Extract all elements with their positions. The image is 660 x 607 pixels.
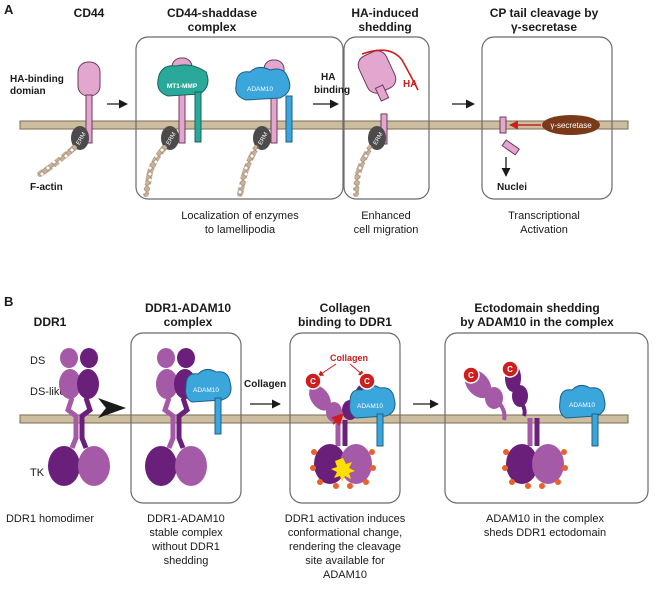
collagen-c-label-1: C (310, 377, 316, 386)
a-step3-box (343, 36, 430, 200)
nuclei-label: Nuclei (497, 182, 527, 193)
ha-label: HA (403, 79, 417, 90)
ha-binding-arrow-label-line1: HA (321, 72, 335, 83)
collagen-c-label-3: C (468, 371, 474, 380)
a-step2-title-line1: CD44-shaddase (167, 6, 257, 20)
b-step4-title-line2: by ADAM10 in the complex (460, 315, 614, 329)
f-actin-filament-4 (353, 145, 373, 197)
tk-label: TK (30, 467, 45, 479)
adam10-label-b3: ADAM10 (569, 402, 595, 409)
f-actin-filament-2 (143, 145, 167, 197)
collagen-arrow-label: Collagen (244, 379, 286, 390)
collagen-ball-1: C (304, 372, 322, 390)
f-actin-filament (37, 145, 77, 177)
membrane-a (19, 120, 629, 130)
erm-label-4: ERM (373, 132, 385, 147)
b-step1-title: DDR1 (34, 315, 67, 329)
a-step4-box (481, 36, 613, 200)
shed-cd44-ectodomain (357, 50, 397, 102)
b-caption4-line1: ADAM10 in the complex (486, 513, 604, 525)
gamma-secretase (542, 115, 600, 135)
b-caption3-line5: ADAM10 (323, 569, 367, 581)
b-step2-title-line1: DDR1-ADAM10 (145, 301, 231, 315)
b-caption1: DDR1 homodimer (6, 513, 94, 525)
ddr1-activated (309, 381, 396, 489)
erm-protein-3 (253, 126, 271, 150)
ha-binding-domain-label-line2: domian (10, 86, 46, 97)
collagen-label: Collagen (330, 353, 368, 363)
ha-binding-domain-label-line1: HA-binding (10, 74, 64, 85)
adam10-label-a: ADAM10 (247, 86, 273, 93)
adam10-b3: ADAM10 (559, 384, 606, 447)
panel-b-letter: B (4, 294, 13, 309)
a-caption4-line2: Activation (520, 224, 568, 236)
adam10-label-b1: ADAM10 (193, 387, 219, 394)
erm-label-2: ERM (166, 132, 178, 147)
b-step4-title-line1: Ectodomain shedding (474, 301, 599, 315)
collagen-pointer-1 (317, 363, 337, 377)
b-arrow-1 (98, 398, 126, 418)
b-caption3-line1: DDR1 activation induces (285, 513, 406, 525)
ha-binding-arrow-label-line2: binding (314, 85, 350, 96)
cd44-receptor (77, 61, 101, 144)
mt1mmp-label: MT1-MMP (167, 83, 198, 90)
collagen-c-label-4: C (507, 365, 513, 374)
panel-b: B DDR1 DDR1-ADAM10 complex Collagen bind… (4, 294, 649, 581)
b-caption3-line3: rendering the cleavage (289, 541, 401, 553)
panel-a-letter: A (4, 2, 14, 17)
ddr1-adam10-complex: ADAM10 (145, 348, 232, 486)
erm-label-3: ERM (258, 132, 270, 147)
a-caption3-line1: Enhanced (361, 210, 411, 222)
b-caption2-line4: shedding (164, 555, 209, 567)
ds-label: DS (30, 355, 45, 367)
b-step2-box (130, 332, 242, 504)
a-caption2-line1: Localization of enzymes (181, 210, 299, 222)
gamma-secretase-label: γ-secretase (550, 121, 592, 130)
erm-protein-4 (368, 126, 386, 150)
b-step3-title-line1: Collagen (320, 301, 371, 315)
panel-a: A CD44 CD44-shaddase complex HA-induced … (4, 2, 629, 236)
erm-protein-2 (161, 126, 179, 150)
a-caption2-line2: to lamellipodia (205, 224, 276, 236)
ha-chain (361, 49, 419, 91)
collagen-pointer-2 (349, 363, 365, 377)
cp-tail-fragment (501, 139, 520, 156)
erm-protein (71, 126, 89, 150)
b-caption2-line3: without DDR1 (151, 541, 220, 553)
a-caption3-line2: cell migration (354, 224, 419, 236)
ddr1-remnant (502, 418, 568, 489)
a-step1-title: CD44 (74, 6, 105, 20)
cd44-cp-stub (499, 116, 507, 134)
b-step4-box (444, 332, 649, 504)
b-step3-title-line2: binding to DDR1 (298, 315, 392, 329)
a-step3-title-line2: shedding (358, 20, 411, 34)
f-actin-filament-3 (237, 145, 259, 197)
erm-label: ERM (76, 132, 88, 147)
ddr1-homodimer (48, 348, 110, 486)
b-caption3-line4: site available for (305, 555, 385, 567)
a-step4-title-line2: γ-secretase (511, 20, 577, 34)
b-caption2-line1: DDR1-ADAM10 (147, 513, 225, 525)
collagen-ball-3: C (462, 366, 480, 384)
b-caption3-line2: conformational change, (288, 527, 402, 539)
adam10-label-b2: ADAM10 (357, 403, 383, 410)
a-step4-title-line1: CP tail cleavage by (490, 6, 599, 20)
a-step2-box (135, 36, 344, 200)
a-caption4-line1: Transcriptional (508, 210, 580, 222)
b-step2-title-line2: complex (164, 315, 213, 329)
collagen-c-label-2: C (364, 377, 370, 386)
b-caption4-line2: sheds DDR1 ectodomain (484, 527, 606, 539)
ds-like-label: DS-like (30, 386, 65, 398)
b-step3-box (289, 332, 401, 504)
membrane-b (19, 414, 629, 424)
a-step2-title-line2: complex (188, 20, 237, 34)
collagen-ball-4: C (501, 360, 519, 378)
b-caption2-line2: stable complex (149, 527, 223, 539)
a-step3-title-line1: HA-induced (351, 6, 418, 20)
cd44-adam10-complex: ADAM10 (235, 59, 293, 144)
f-actin-label: F-actin (30, 182, 63, 193)
collagen-ball-2: C (358, 372, 376, 390)
cd44-mt1mmp-complex: MT1-MMP (157, 57, 209, 144)
